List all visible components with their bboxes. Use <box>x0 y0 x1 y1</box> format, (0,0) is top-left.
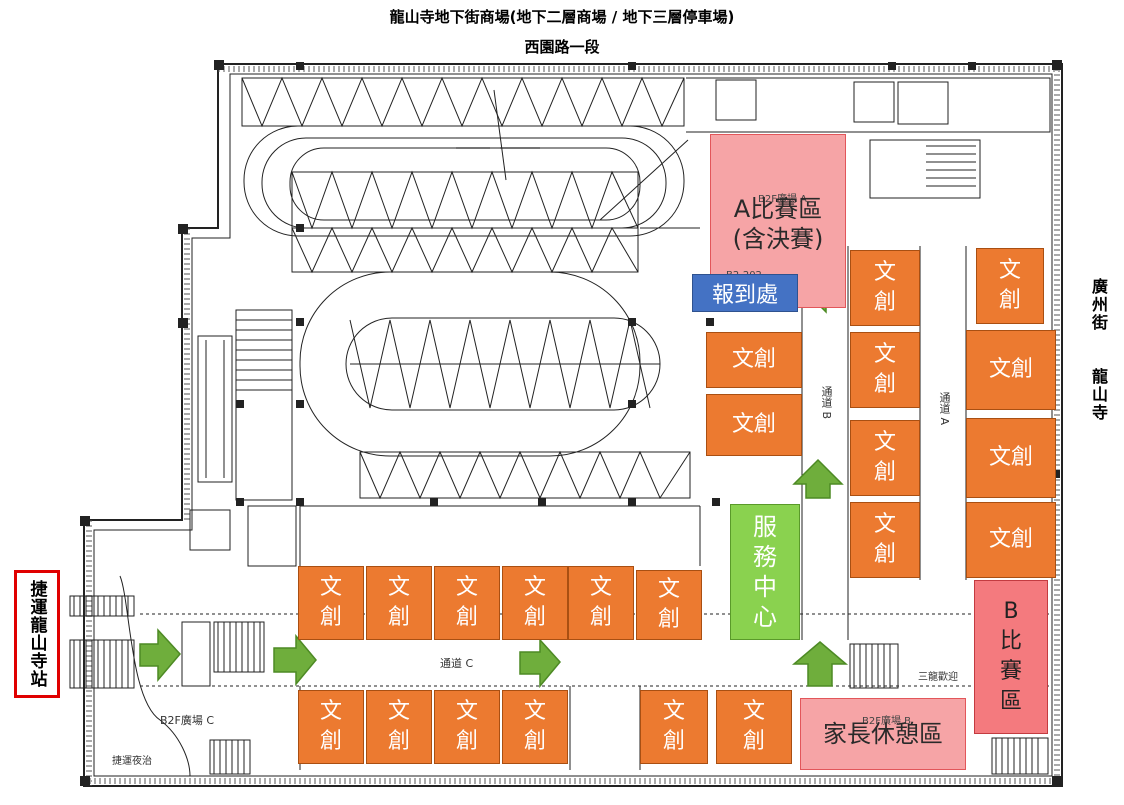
zone-b-competition[interactable]: B比賽區 <box>974 580 1048 734</box>
arrow-up-corridor-b <box>792 458 844 499</box>
booth[interactable]: 文創 <box>640 690 708 764</box>
service-center[interactable]: 服務中心 <box>730 504 800 640</box>
booth[interactable]: 文創 <box>966 330 1056 410</box>
booth[interactable]: 文創 <box>502 690 568 764</box>
mrt-station-label[interactable]: 捷運龍山寺站 <box>14 570 60 698</box>
corridor-c-label: 通道 C <box>440 657 474 670</box>
arrow-right-2 <box>273 633 317 687</box>
plaza-c-label: B2F廣場 C <box>160 714 215 727</box>
booth[interactable]: 文創 <box>850 420 920 496</box>
booth[interactable]: 文創 <box>568 566 634 640</box>
arrow-right-3 <box>519 638 561 689</box>
booth[interactable]: 文創 <box>850 502 920 578</box>
booth[interactable]: 文創 <box>966 418 1056 498</box>
booth[interactable]: 文創 <box>636 570 702 640</box>
parent-rest-label: 家長休憩區 <box>823 720 943 748</box>
corridor-b-label: 通道 B <box>820 386 833 420</box>
zone-a-sublabel: B2F廣場 A <box>758 194 807 205</box>
road-label-top: 西園路一段 <box>524 38 600 56</box>
corridor-a-label: 通道 A <box>938 392 951 426</box>
small-label-right: 三龍歡迎 <box>918 672 958 683</box>
road-label-right: 廣州街 <box>1089 278 1108 332</box>
booth[interactable]: 文創 <box>976 248 1044 324</box>
booth[interactable]: 文創 <box>366 566 432 640</box>
booth[interactable]: 文創 <box>434 690 500 764</box>
booth[interactable]: 文創 <box>706 394 802 456</box>
booth[interactable]: 文創 <box>502 566 568 640</box>
zone-a-title: A比賽區 (含決賽) <box>732 195 824 253</box>
booth[interactable]: 文創 <box>850 332 920 408</box>
arrow-up-service <box>791 641 849 687</box>
booth[interactable]: 文創 <box>706 332 802 388</box>
booth[interactable]: 文創 <box>298 566 364 640</box>
booth[interactable]: 文創 <box>434 566 500 640</box>
small-label-bottom-left: 捷運夜治 <box>112 756 152 767</box>
parent-rest-area[interactable] <box>800 698 966 770</box>
road-label-right-temple: 龍山寺 <box>1089 368 1108 422</box>
booth[interactable]: 文創 <box>850 250 920 326</box>
map-title: 龍山寺地下街商場(地下二層商場 / 地下三層停車場) <box>389 8 735 26</box>
booth[interactable]: 文創 <box>716 690 792 764</box>
booth[interactable]: 文創 <box>298 690 364 764</box>
arrow-right-1 <box>139 628 181 683</box>
parent-rest-sublabel: B2F廣場 B <box>862 716 912 727</box>
booth[interactable]: 文創 <box>966 502 1056 578</box>
booth[interactable]: 文創 <box>366 690 432 764</box>
checkin-desk[interactable]: 報到處 <box>692 274 798 312</box>
